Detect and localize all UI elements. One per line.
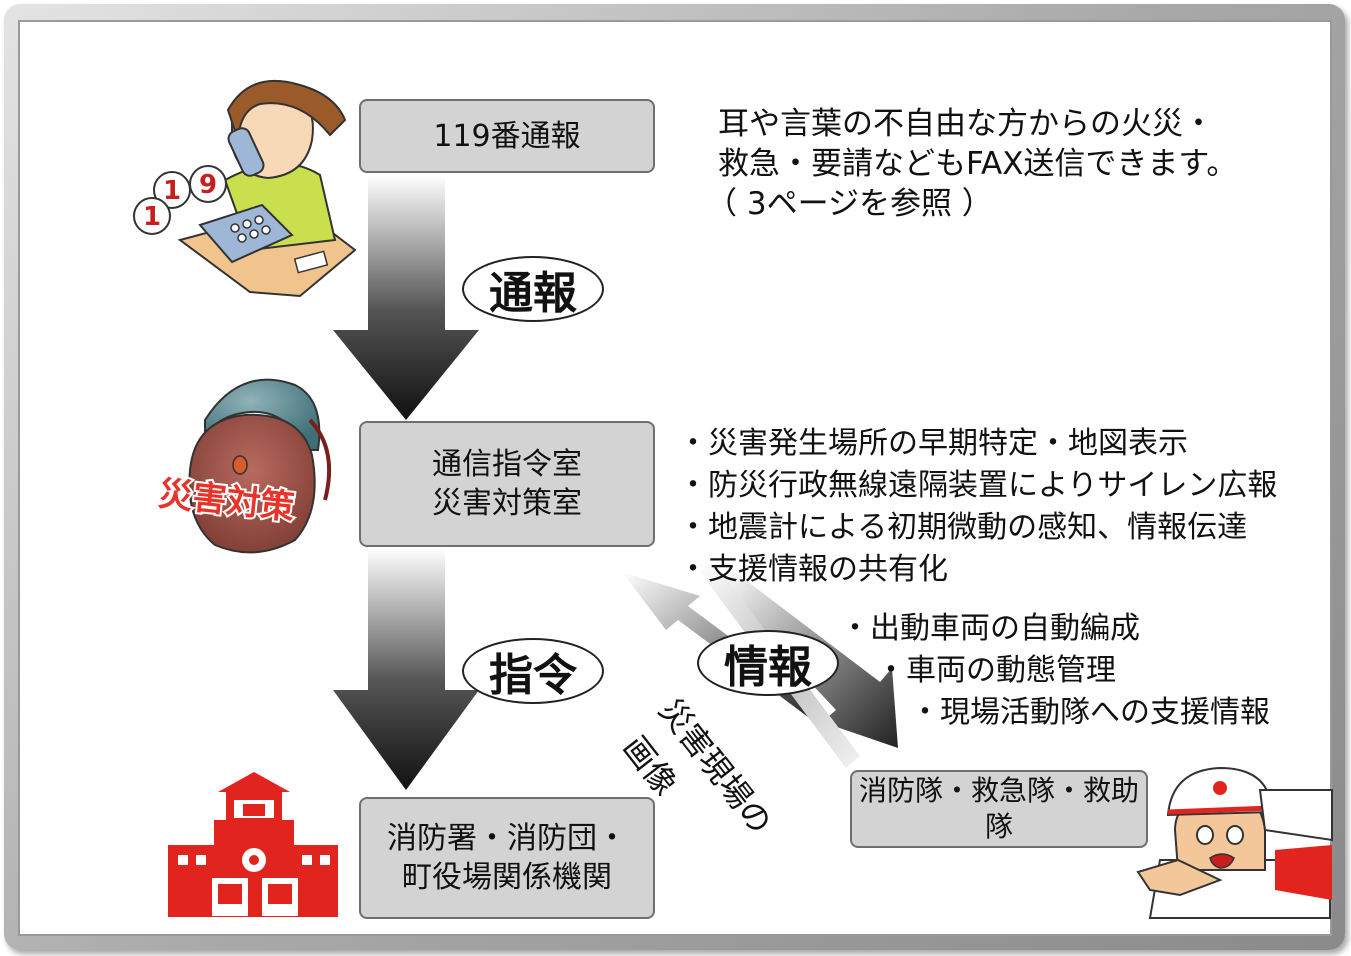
firefighter-icon <box>1136 766 1333 919</box>
node-command-room-line2: 災害対策室 <box>432 486 582 521</box>
phone-digit-2: 1 <box>143 202 161 232</box>
arrow-down-report <box>333 175 479 420</box>
label-command-text: 指令 <box>489 650 577 701</box>
command-feature-4: ・支援情報の共有化 <box>678 552 948 587</box>
node-command-room-line1: 通信指令室 <box>432 447 582 482</box>
unit-feature-3: ・現場活動隊への支援情報 <box>910 695 1270 730</box>
label-command: 指令 <box>462 638 604 704</box>
label-info-text: 情報 <box>724 642 812 693</box>
node-command-room: 通信指令室 災害対策室 <box>359 421 655 547</box>
disaster-hood-icon: 災害対策 <box>155 378 332 554</box>
fire-station-icon <box>168 772 338 917</box>
node-fire-station-line1: 消防署・消防団・ <box>387 821 627 856</box>
node-fire-station: 消防署・消防団・ 町役場関係機関 <box>359 797 655 919</box>
fax-note-line3: （ 3ページを参照 ） <box>706 186 993 222</box>
phone-digit-1: 1 <box>163 176 181 206</box>
unit-feature-1: ・出動車両の自動編成 <box>840 611 1140 646</box>
node-units-label: 消防隊・救急隊・救助隊 <box>858 773 1139 843</box>
fax-note: 耳や言葉の不自由な方からの火災・ 救急・要請などもFAX送信できます。 （ 3ペ… <box>706 104 1238 224</box>
fax-note-line1: 耳や言葉の不自由な方からの火災・ <box>718 106 1214 142</box>
arrow-down-command <box>333 548 479 790</box>
label-report: 通報 <box>462 256 604 322</box>
node-units: 消防隊・救急隊・救助隊 <box>850 770 1148 848</box>
unit-feature-2: ・車両の動態管理 <box>876 653 1116 688</box>
woman-on-phone-icon: 1 1 9 <box>133 79 357 298</box>
command-feature-3: ・地震計による初期微動の感知、情報伝達 <box>678 510 1248 545</box>
node-fire-station-line2: 町役場関係機関 <box>402 860 612 895</box>
phone-digit-3: 9 <box>199 170 217 200</box>
command-feature-2: ・防災行政無線遠隔装置によりサイレン広報 <box>678 468 1278 503</box>
label-info: 情報 <box>697 630 839 696</box>
node-119-call: 119番通報 <box>359 99 655 173</box>
node-119-call-label: 119番通報 <box>433 118 581 154</box>
fax-note-line2: 救急・要請などもFAX送信できます。 <box>718 146 1238 182</box>
label-report-text: 通報 <box>489 268 577 319</box>
command-feature-1: ・災害発生場所の早期特定・地図表示 <box>678 426 1188 461</box>
